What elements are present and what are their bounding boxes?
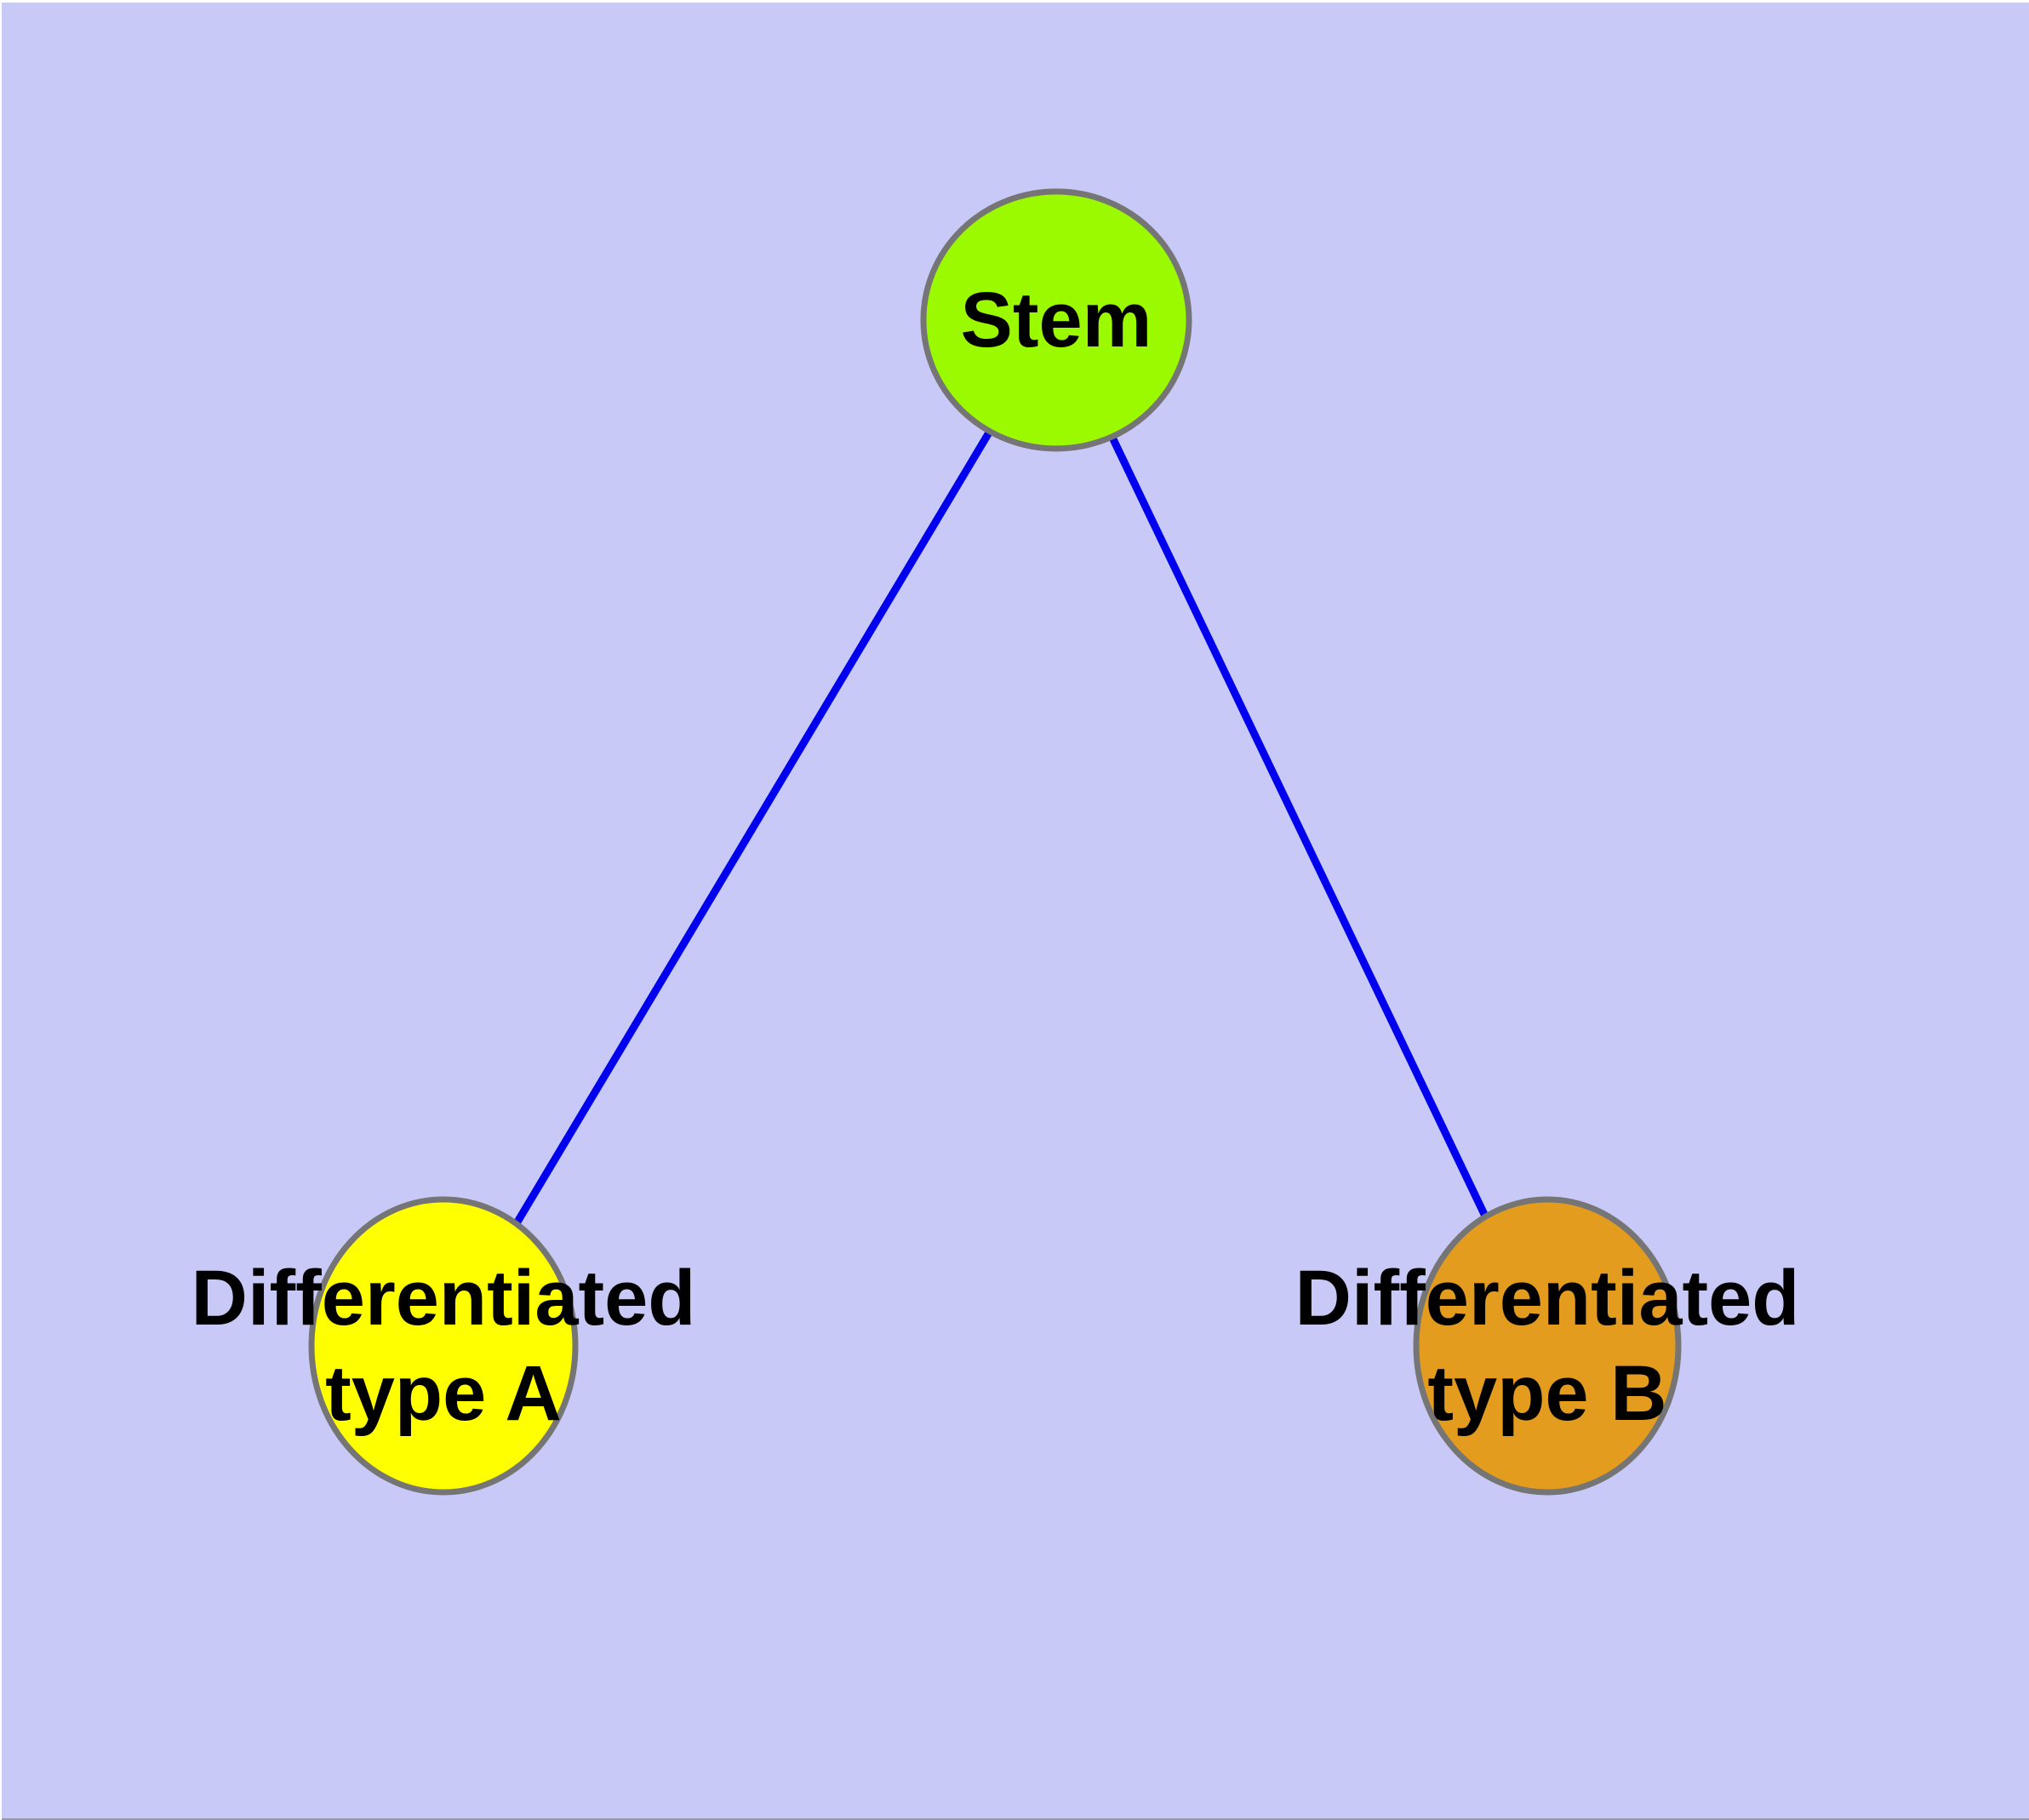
node-differentiated-type-b-label-line2: type B [1427,1350,1666,1437]
node-differentiated-type-a-shape [308,1196,579,1496]
node-differentiated-type-b-label-line1: Differentiated [1295,1255,1800,1342]
node-differentiated-type-b-shape [1413,1196,1682,1496]
node-stem-label-line1: Stem [961,277,1152,363]
node-differentiated-type-a-label-line1: Differentiated [191,1255,696,1342]
node-stem: Stem [920,188,1192,452]
node-differentiated-type-a-label-line2: type A [325,1350,562,1437]
edge-stem-to-differentiated-type-a [440,318,1060,1348]
node-stem-shape [920,188,1192,452]
edge-stem-to-differentiated-type-b [1052,318,1552,1348]
